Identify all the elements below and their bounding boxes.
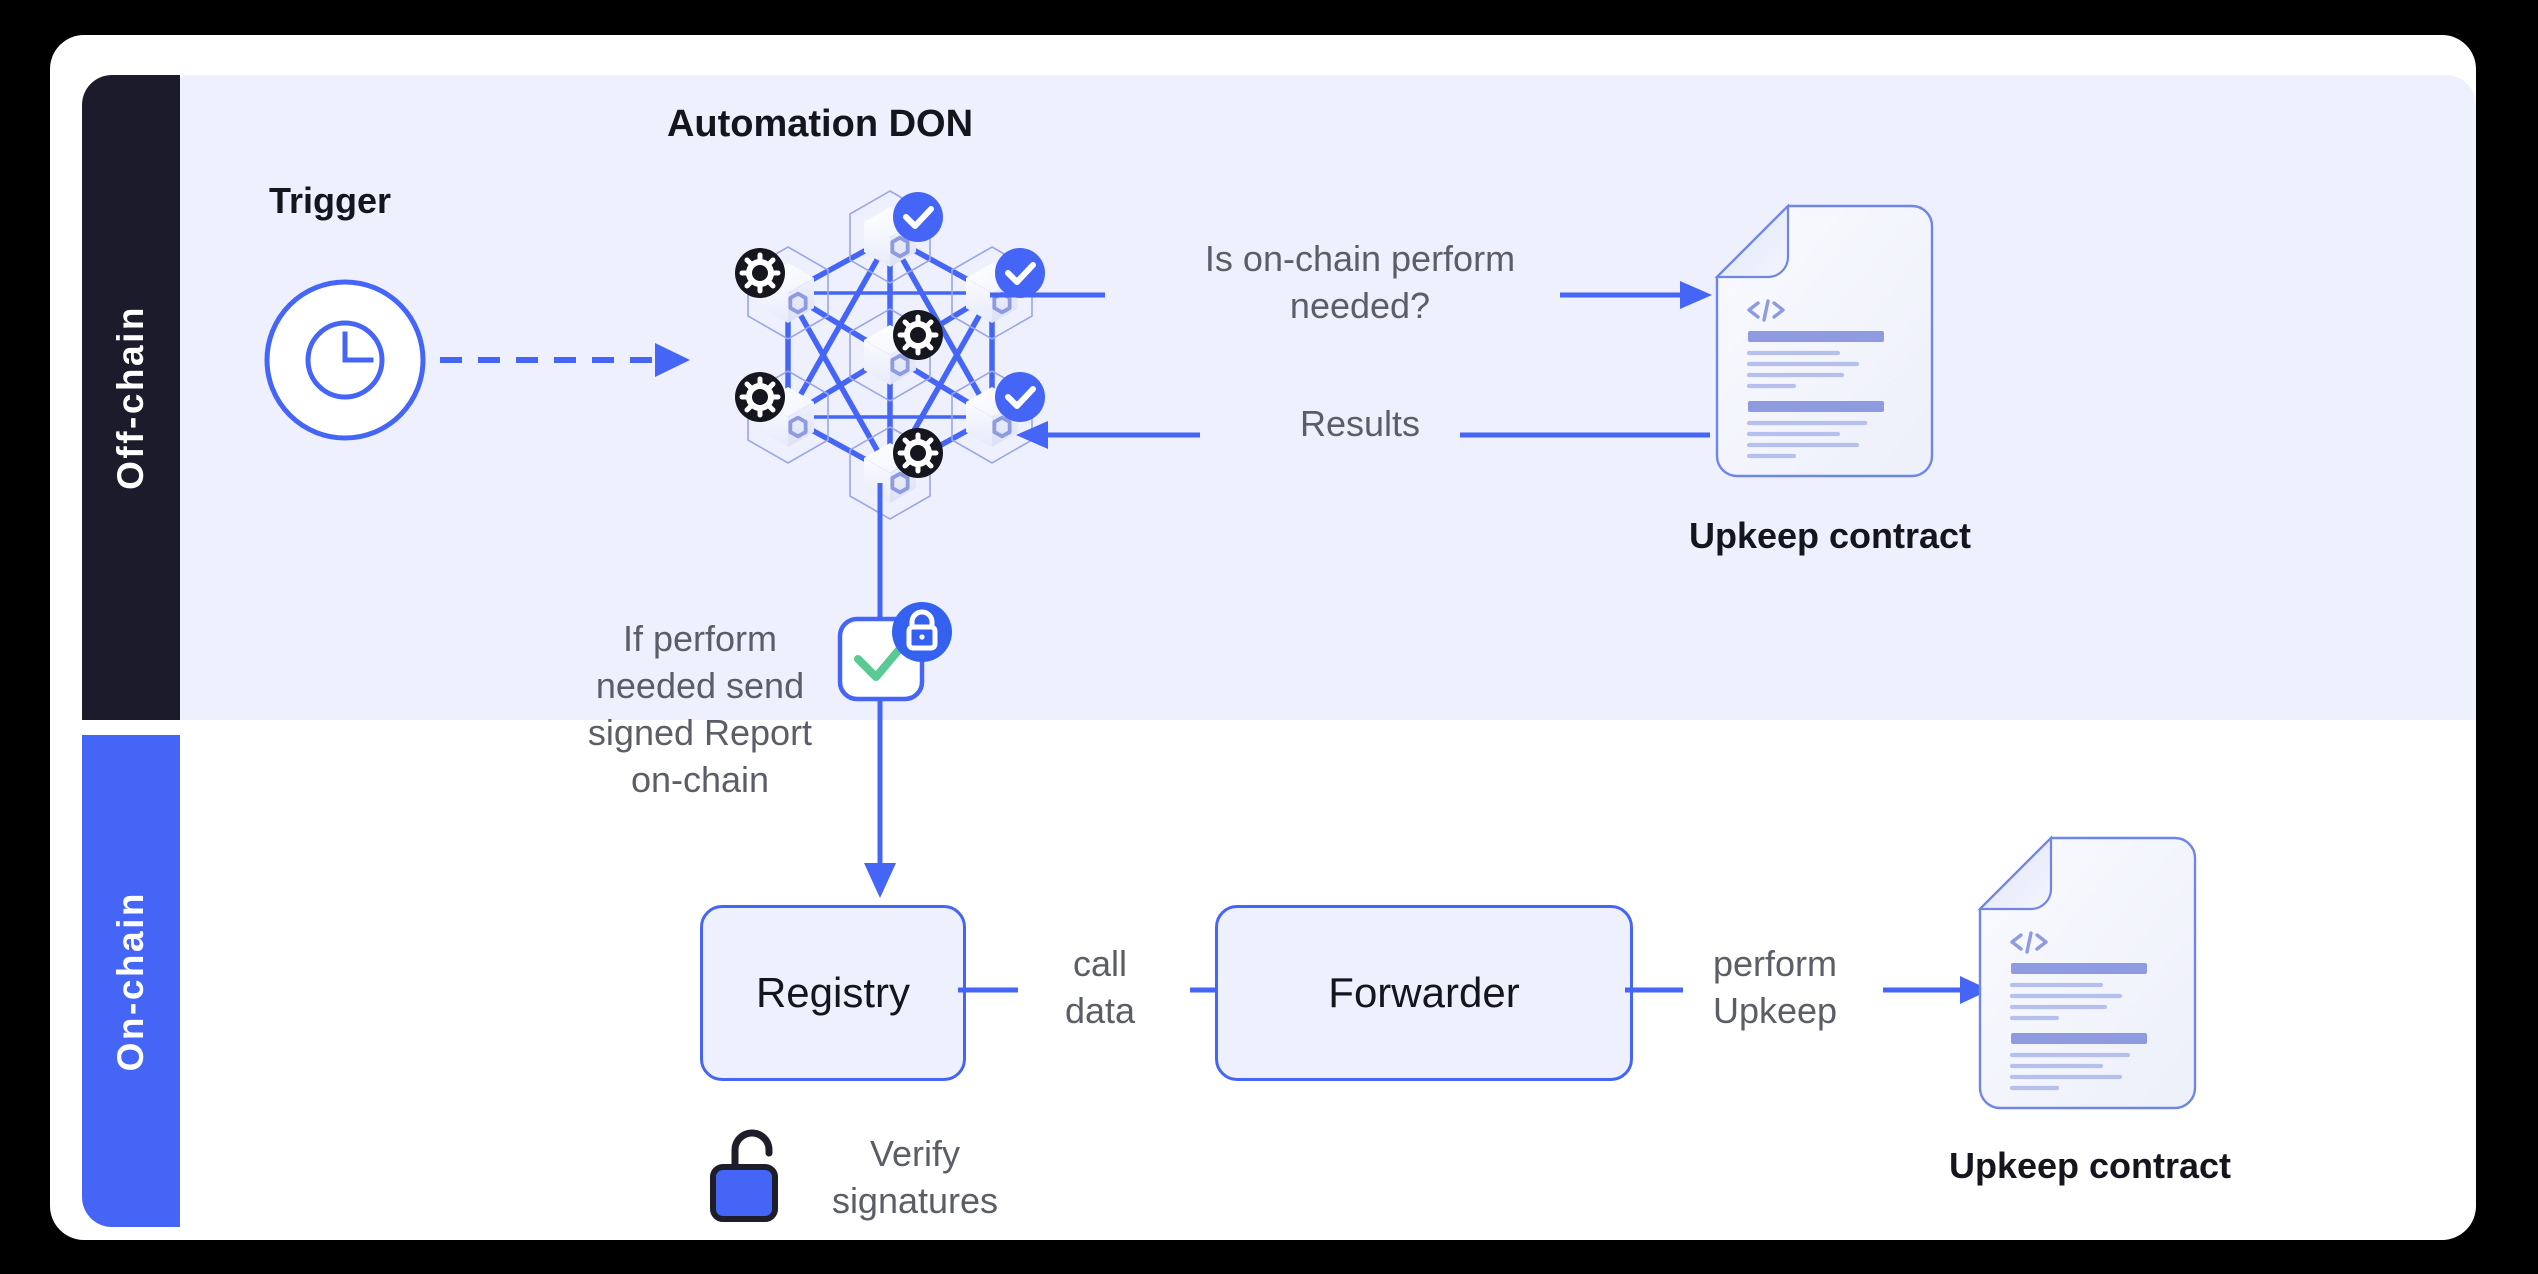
- lock-closed-icon: [892, 602, 952, 662]
- registry-label: Registry: [755, 969, 911, 1016]
- gear-badge-icon: [893, 310, 943, 360]
- don-to-contract-arrow: [990, 281, 1712, 309]
- upkeep-contract-document-offchain: [1714, 203, 1934, 478]
- don-title: Automation DON: [666, 103, 974, 145]
- rail-onchain-label: On-chain: [110, 890, 151, 1072]
- if-perform-needed-label: If perform needed send signed Report on-…: [587, 618, 813, 800]
- results-label: Results: [1299, 403, 1421, 444]
- gear-badge-icon: [893, 428, 943, 478]
- clock-icon: [264, 279, 426, 441]
- check-badge-icon: [995, 248, 1045, 298]
- forwarder-label: Forwarder: [1328, 969, 1520, 1016]
- code-icon: [2010, 931, 2048, 954]
- check-badge-icon: [893, 192, 943, 242]
- call-data-label: call data: [1064, 943, 1136, 1031]
- rail-onchain: On-chain: [82, 735, 180, 1227]
- forwarder-to-contract-arrow: [1625, 976, 1990, 1004]
- is-onchain-perform-needed-label: Is on-chain perform needed?: [1204, 238, 1516, 326]
- verify-signatures-label: Verify signatures: [831, 1133, 999, 1221]
- gear-badge-icon: [735, 248, 785, 298]
- upkeep-contract-document-onchain: [1977, 835, 2197, 1110]
- offchain-band: [180, 75, 2476, 720]
- contract-to-don-arrow: [1016, 421, 1710, 449]
- trigger-label: Trigger: [268, 180, 392, 221]
- rail-offchain: Off-chain: [82, 75, 180, 720]
- upkeep-contract-label-offchain: Upkeep contract: [1688, 515, 1972, 556]
- trigger-to-don-arrow: [440, 343, 690, 377]
- diagram-card: Off-chain On-chain Automation DON Trigge…: [50, 35, 2476, 1240]
- signed-report-badge: [837, 602, 952, 702]
- upkeep-contract-label-onchain: Upkeep contract: [1948, 1145, 2232, 1186]
- check-icon: [854, 635, 912, 681]
- registry-node[interactable]: Registry: [700, 905, 966, 1081]
- lock-open-icon: [710, 1129, 778, 1222]
- check-badge-icon: [995, 372, 1045, 422]
- forwarder-node[interactable]: Forwarder: [1215, 905, 1633, 1081]
- gear-badge-icon: [735, 372, 785, 422]
- don-network: [735, 175, 1045, 535]
- rail-offchain-label: Off-chain: [110, 305, 151, 490]
- perform-upkeep-label: perform Upkeep: [1712, 943, 1838, 1031]
- code-icon: [1747, 299, 1785, 322]
